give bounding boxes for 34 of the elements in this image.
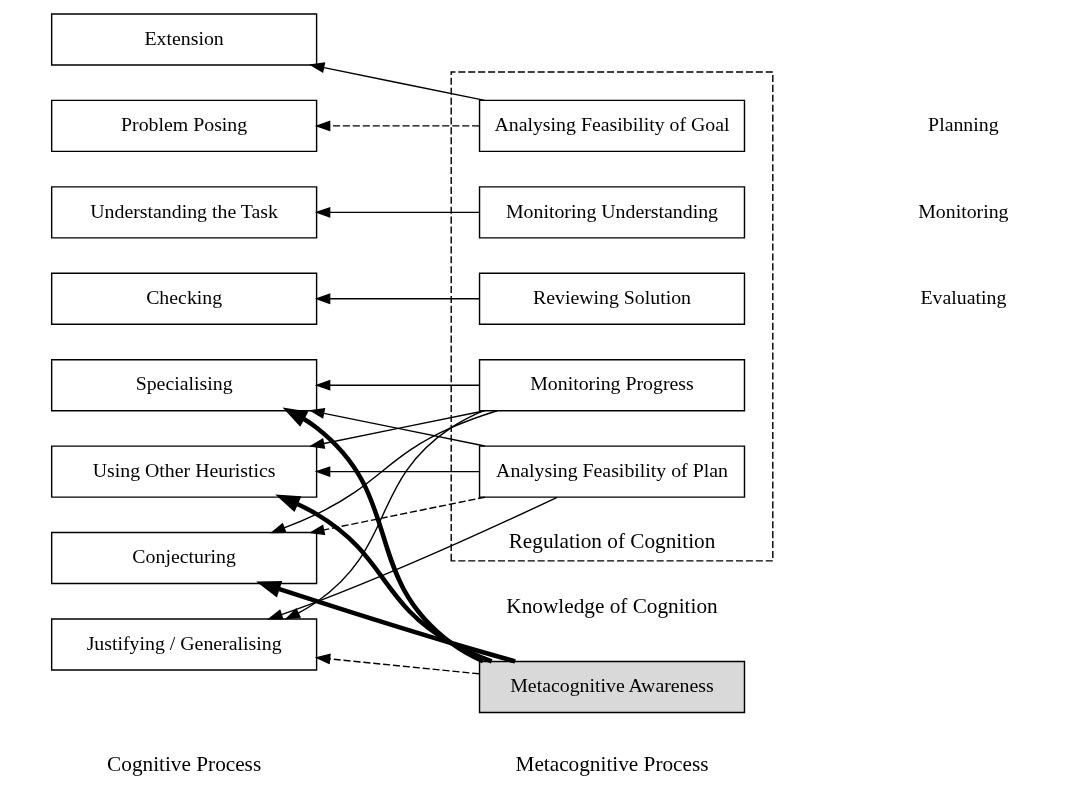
label: Evaluating [919, 286, 1006, 308]
node-box: Problem Posing [50, 99, 317, 153]
label: Cognitive Process [106, 752, 261, 777]
arrow [314, 653, 480, 675]
label: Knowledge of Cognition [505, 593, 718, 618]
node-box: Justifying / Generalising [50, 618, 317, 671]
arrow [282, 407, 484, 664]
node-box: Metacognitive Awareness [478, 660, 745, 714]
node-box: Using Other Heuristics [50, 445, 317, 498]
node-box: Monitoring Understanding [478, 186, 745, 239]
label: Metacognitive Process [515, 752, 708, 777]
label: Planning [927, 113, 999, 136]
arrow [314, 120, 480, 132]
arrow [269, 410, 498, 534]
arrow [314, 293, 480, 305]
node-box: Specialising [50, 358, 317, 412]
arrow [314, 466, 480, 478]
arrow [308, 62, 485, 102]
node-box: Checking [50, 272, 317, 325]
node-box: Reviewing Solution [478, 272, 745, 325]
arrow [274, 494, 492, 664]
arrow [308, 496, 485, 536]
arrow [255, 580, 516, 664]
node-box: Analysing Feasibility of Plan [478, 445, 745, 498]
node-box: Analysing Feasibility of Goal [478, 99, 745, 153]
arrow [284, 410, 484, 620]
node-box: Monitoring Progress [478, 358, 745, 412]
arrow [314, 206, 480, 218]
label: Monitoring [917, 199, 1009, 222]
node-box: Extension [50, 13, 317, 66]
arrow [266, 496, 558, 620]
node-box: Conjecturing [50, 531, 317, 585]
node-box: Understanding the Task [50, 186, 317, 239]
arrow [314, 379, 480, 391]
